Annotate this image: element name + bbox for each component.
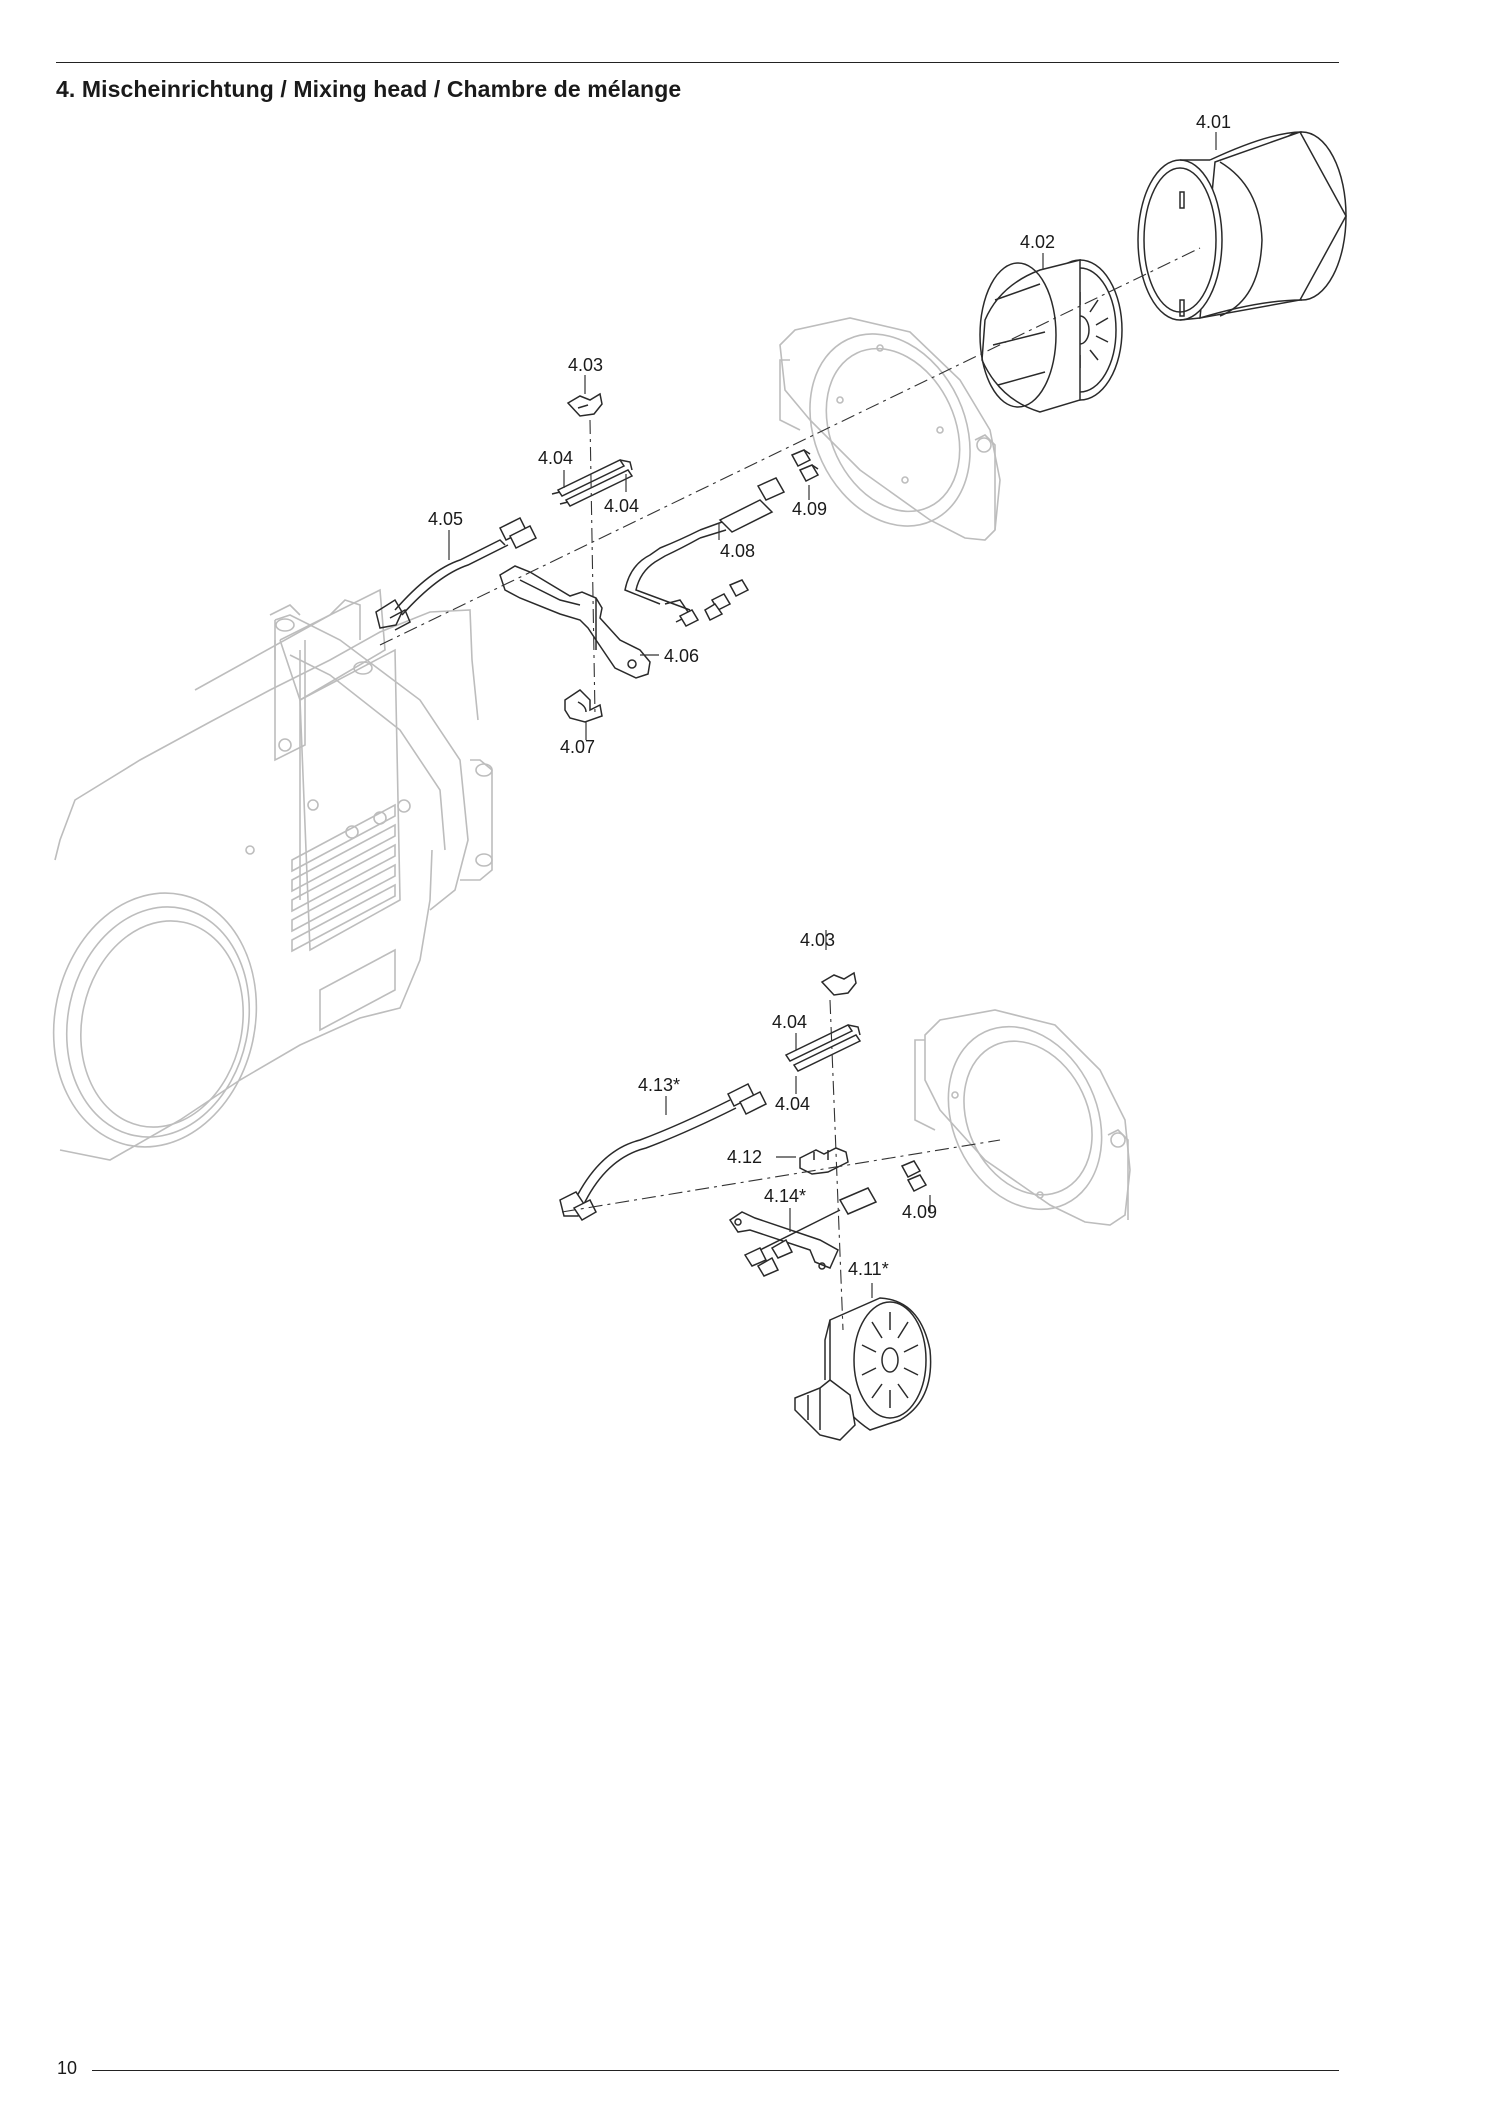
top-rule <box>56 62 1339 63</box>
bottom-rule <box>92 2070 1339 2071</box>
assembly-axes <box>379 247 1201 1331</box>
label-4-08: 4.08 <box>720 541 755 561</box>
label-4-03-upper: 4.03 <box>568 355 603 375</box>
label-4-04-upper-right: 4.04 <box>604 496 639 516</box>
part-4-02-swirler <box>979 259 1123 413</box>
label-4-04-lower-top: 4.04 <box>772 1012 807 1032</box>
burner-housing <box>52 588 493 1161</box>
label-4-13: 4.13* <box>638 1075 680 1095</box>
part-4-09-nozzles-lower <box>900 1160 928 1192</box>
part-4-06-bracket <box>499 565 651 679</box>
label-4-04-upper-left: 4.04 <box>538 448 573 468</box>
part-4-07-clip <box>564 689 603 723</box>
label-4-11: 4.11* <box>848 1259 889 1279</box>
part-4-01-tube <box>1137 131 1347 321</box>
label-4-12: 4.12 <box>727 1147 762 1167</box>
page-title: 4. Mischeinrichtung / Mixing head / Cham… <box>56 76 682 102</box>
label-4-14: 4.14* <box>764 1186 806 1206</box>
part-4-04-electrodes-lower <box>784 1024 862 1072</box>
part-4-11-baffle-assembly <box>794 1297 932 1441</box>
leader-lines <box>448 132 1217 1298</box>
label-4-07: 4.07 <box>560 737 595 757</box>
part-4-03-clip-lower <box>820 971 857 996</box>
part-4-12-bracket <box>799 1147 849 1175</box>
part-4-09-nozzles-upper <box>790 449 820 482</box>
label-4-09-upper: 4.09 <box>792 499 827 519</box>
part-4-03-clip-upper <box>566 392 603 417</box>
label-4-09-lower: 4.09 <box>902 1202 937 1222</box>
label-4-05: 4.05 <box>428 509 463 529</box>
part-labels: 4.01 4.02 4.03 4.04 4.04 4.05 4.06 4.07 … <box>428 112 1231 1279</box>
part-4-13-ignition-cable <box>559 1082 768 1221</box>
label-4-02: 4.02 <box>1020 232 1055 252</box>
label-4-01: 4.01 <box>1196 112 1231 132</box>
flange-plate-lower <box>914 1009 1131 1226</box>
flange-plate-upper <box>779 317 1001 541</box>
label-4-06: 4.06 <box>664 646 699 666</box>
part-4-05-ignition-cable <box>375 516 538 631</box>
page-number: 10 <box>57 2058 78 2078</box>
part-4-14-oil-lines <box>728 1187 878 1277</box>
label-4-04-lower-bottom: 4.04 <box>775 1094 810 1114</box>
part-4-08-oil-lines <box>624 477 786 627</box>
label-4-03-lower: 4.03 <box>800 930 835 950</box>
